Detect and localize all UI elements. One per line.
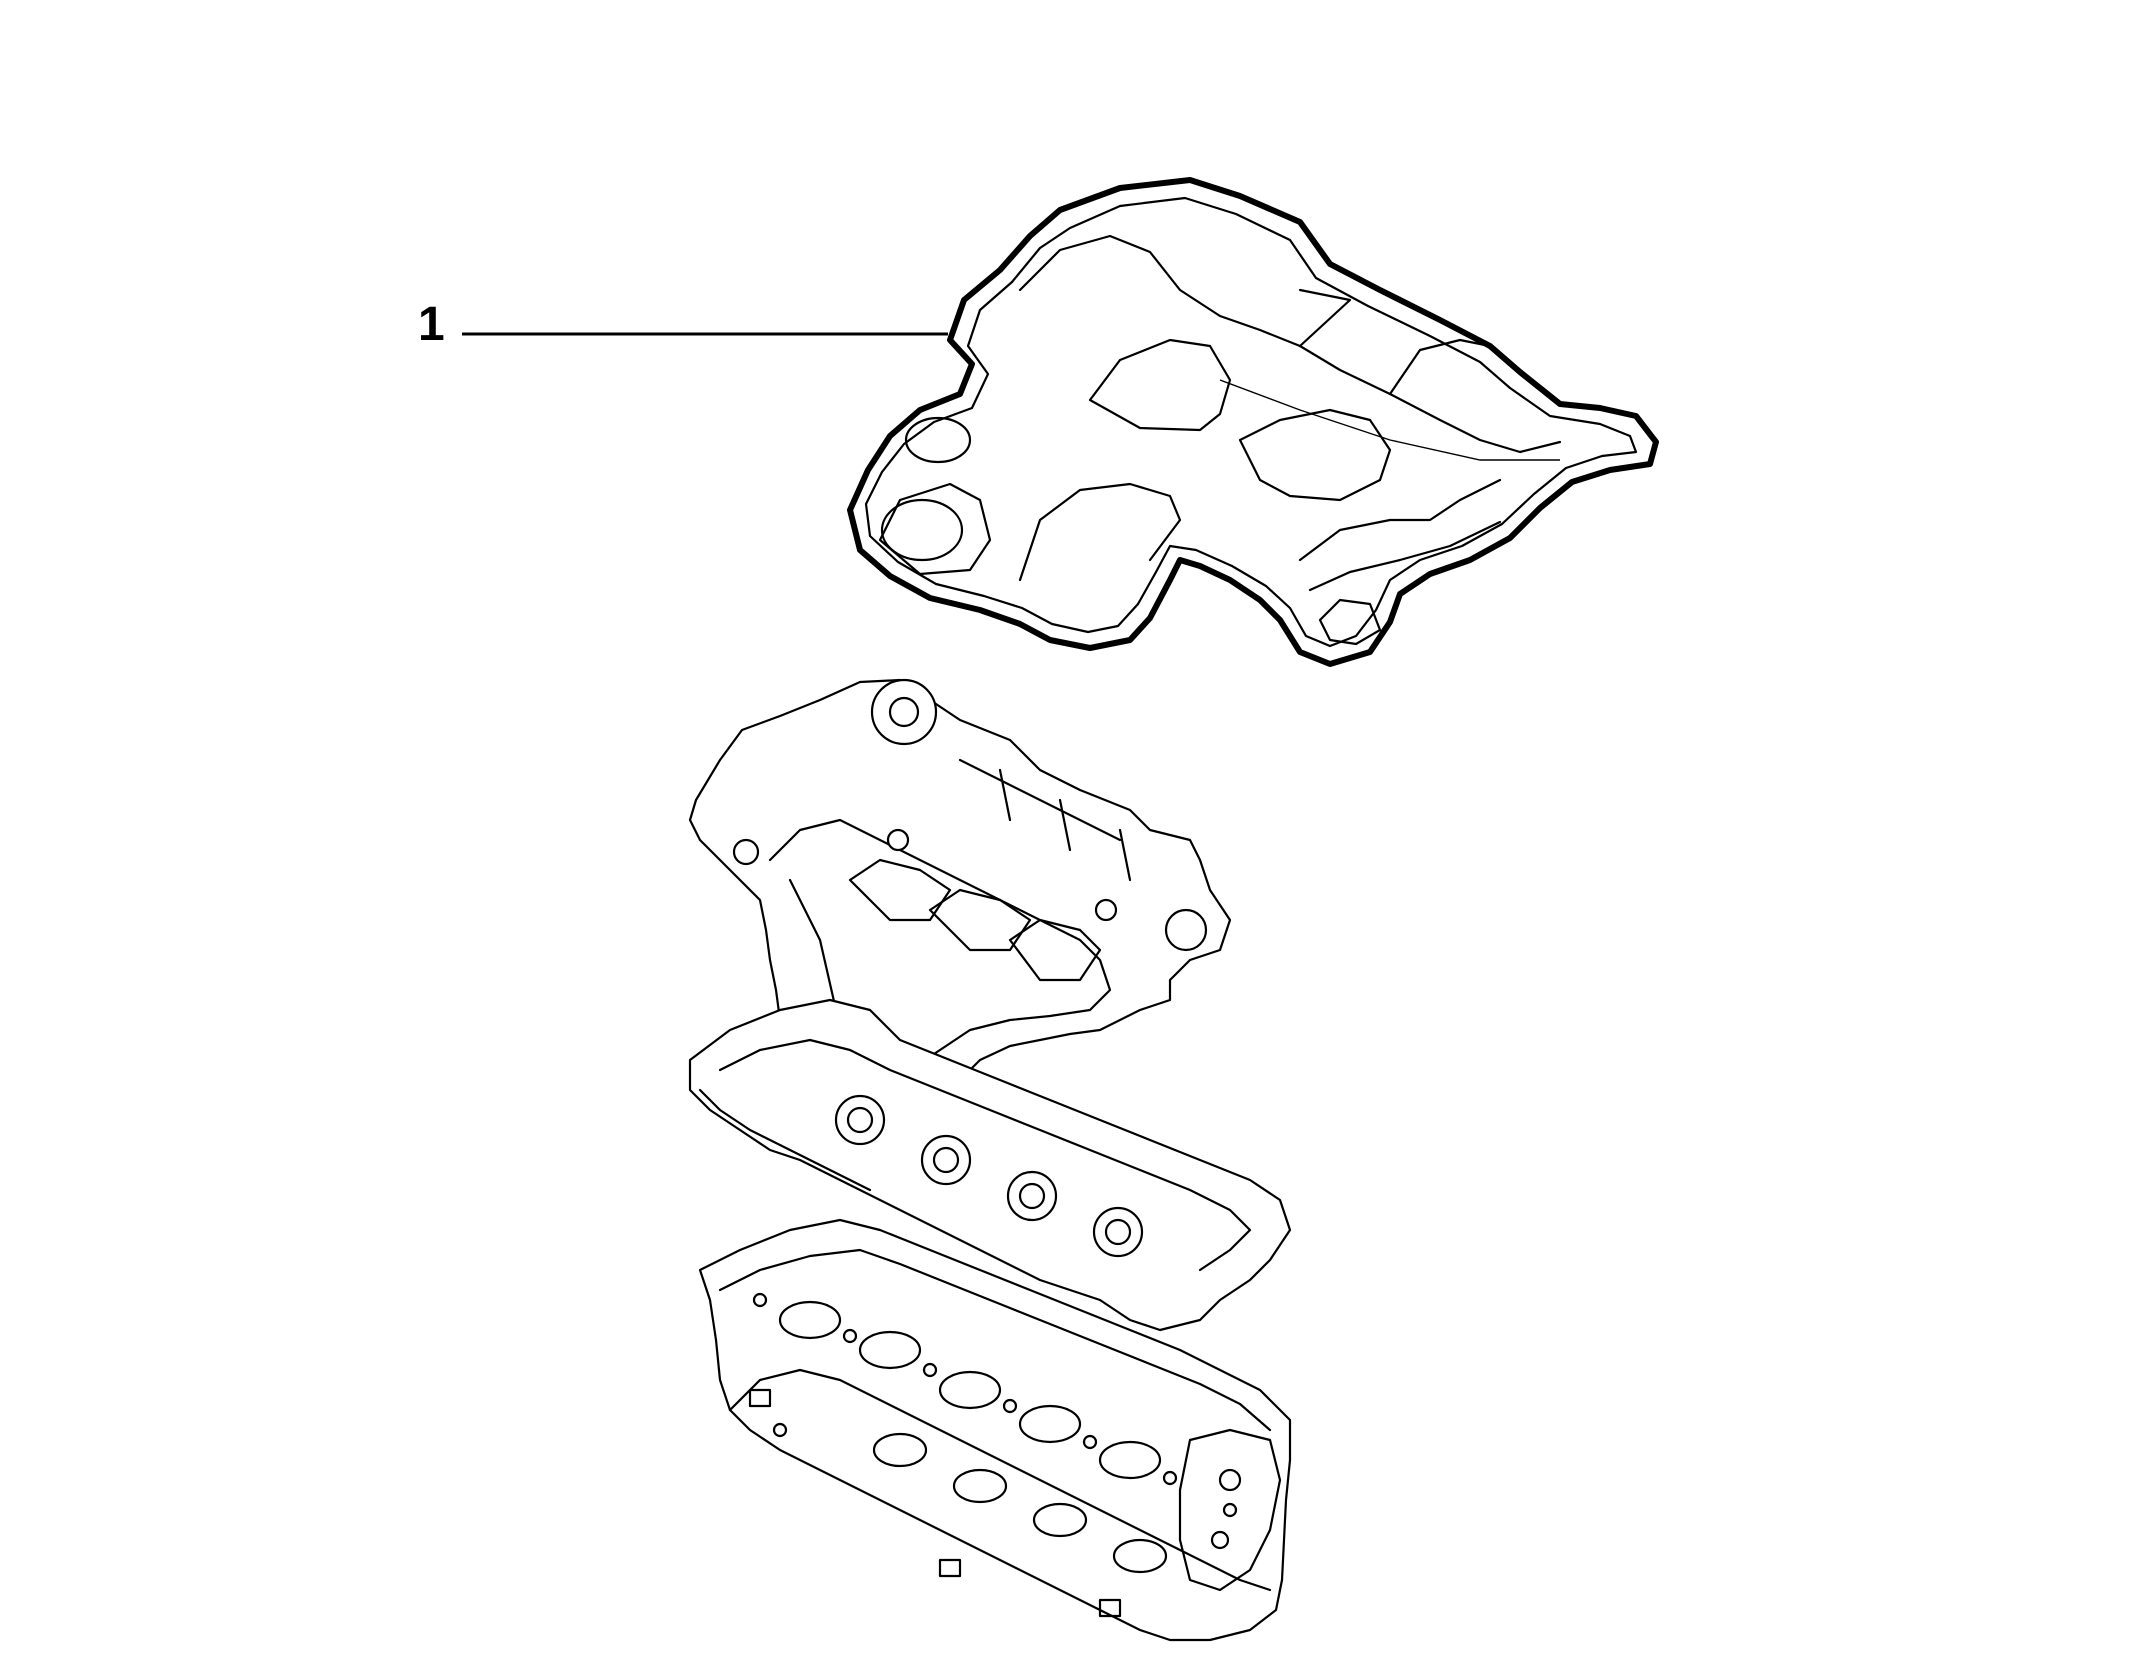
port-5 — [1098, 1440, 1162, 1480]
cam-journal-1-inner — [846, 1106, 874, 1134]
head-boss-2 — [938, 1558, 962, 1578]
engine-cover[interactable] — [847, 177, 1659, 667]
bolt-boss-2 — [886, 828, 910, 852]
bolt-hole-3 — [922, 1362, 938, 1378]
cam-carrier-inner — [718, 1038, 1252, 1272]
bolt-hole-7 — [1222, 1502, 1238, 1518]
bolt-hole-4 — [1002, 1398, 1018, 1414]
engine-cover-ridge-4 — [1238, 408, 1392, 502]
bolt-boss-1 — [732, 838, 760, 866]
engine-cover-ridge-2 — [1088, 338, 1232, 432]
cam-carrier-outline — [688, 998, 1292, 1332]
engine-cover-ridge-5 — [1298, 288, 1352, 348]
manifold-runner-1 — [848, 858, 952, 922]
engine-cover-ridge-8 — [1298, 478, 1502, 562]
port-8 — [1032, 1502, 1088, 1538]
end-face-hole-2 — [1210, 1530, 1230, 1550]
manifold-runners — [768, 818, 1112, 1082]
engine-cover-boss-3 — [878, 482, 992, 576]
cam-journal-3-inner — [1018, 1182, 1046, 1210]
cylinder-head-end-face — [1178, 1428, 1282, 1592]
cam-journal-4-inner — [1104, 1218, 1132, 1246]
bolt-hole-2 — [842, 1328, 858, 1344]
bolt-hole-8 — [772, 1422, 788, 1438]
head-boss-3 — [1098, 1598, 1122, 1618]
engine-cover-tab — [1318, 598, 1382, 646]
bolt-hole-1 — [752, 1292, 768, 1308]
port-6 — [872, 1432, 928, 1468]
engine-cover-ridge-9 — [1308, 520, 1502, 592]
port-9 — [1112, 1538, 1168, 1574]
valve-cover-ribs — [958, 758, 1132, 882]
engine-cover-inner-rim — [864, 196, 1638, 648]
cam-journal-1 — [834, 1094, 886, 1146]
bolt-hole-5 — [1082, 1434, 1098, 1450]
sensor-port — [1164, 908, 1208, 952]
cylinder-head-top-face — [718, 1248, 1272, 1432]
engine-cover-outline — [847, 177, 1659, 667]
port-3 — [938, 1370, 1002, 1410]
callout-1-label: 1 — [418, 298, 445, 351]
oil-filler-cap — [870, 678, 938, 746]
cylinder-head[interactable] — [698, 1218, 1292, 1642]
cylinder-head-side-face — [728, 1368, 1272, 1592]
engine-cover-ridge-6 — [1388, 338, 1492, 396]
cam-journal-2-inner — [932, 1146, 960, 1174]
engine-cover-mold-line — [1219, 379, 1560, 461]
bolt-hole-6 — [1162, 1470, 1178, 1486]
engine-cover-ridge-7 — [1018, 482, 1182, 582]
engine-cover-boss-1 — [904, 416, 972, 464]
port-4 — [1018, 1404, 1082, 1444]
port-7 — [952, 1468, 1008, 1504]
bolt-boss-3 — [1094, 898, 1118, 922]
cam-journal-3 — [1006, 1170, 1058, 1222]
callout-1[interactable]: 1 — [418, 298, 948, 351]
port-2 — [858, 1330, 922, 1370]
engine-cover-ridge-1 — [1018, 234, 1302, 348]
cam-carrier[interactable] — [688, 998, 1292, 1332]
head-boss-1 — [748, 1388, 772, 1408]
cam-journal-4 — [1092, 1206, 1144, 1258]
engine-cover-boss-2 — [880, 498, 964, 562]
manifold-runner-3 — [1008, 918, 1102, 982]
end-face-hole-1 — [1218, 1468, 1242, 1492]
port-1 — [778, 1300, 842, 1340]
cam-journal-2 — [920, 1134, 972, 1186]
manifold-runner-2 — [928, 888, 1032, 952]
cam-carrier-edge — [698, 1088, 872, 1192]
oil-filler-cap-inner — [888, 696, 920, 728]
cylinder-head-outline — [698, 1218, 1292, 1642]
engine-cover-ridge-3 — [1298, 344, 1562, 454]
